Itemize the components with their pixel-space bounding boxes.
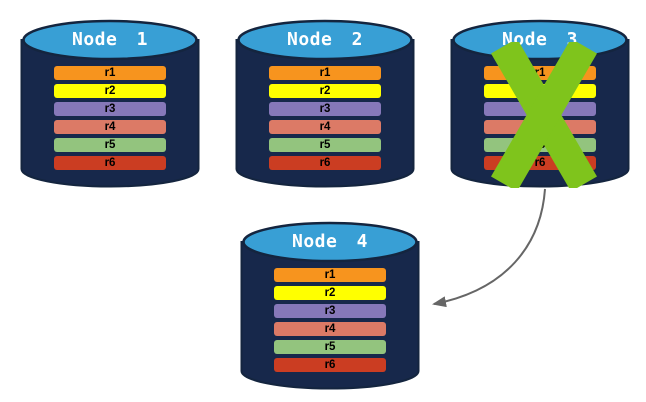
- arrow-curve: [432, 188, 546, 308]
- node-2-title: Node 2: [286, 29, 364, 50]
- replica-row-r3: r3: [269, 102, 381, 116]
- replica-row-r4: r4: [274, 322, 386, 336]
- node-3: Node 3 r1 r2 r3 r4 r5 r6: [450, 12, 630, 188]
- replica-row-r5: r5: [54, 138, 166, 152]
- cylinder-top: [237, 19, 413, 61]
- replica-row-r6: r6: [54, 156, 166, 170]
- node-4-title: Node 4: [291, 231, 369, 252]
- replica-row-r5: r5: [269, 138, 381, 152]
- replica-row-r5: r5: [274, 340, 386, 354]
- replica-row-r2: r2: [274, 286, 386, 300]
- node-2: Node 2 r1 r2 r3 r4 r5 r6: [235, 12, 415, 188]
- replica-row-r1: r1: [54, 66, 166, 80]
- replica-row-r4: r4: [54, 120, 166, 134]
- replica-row-r2: r2: [269, 84, 381, 98]
- cylinder-top: [22, 19, 198, 61]
- node-4: Node 4 r1 r2 r3 r4 r5 r6: [240, 214, 420, 390]
- replica-list: r1 r2 r3 r4 r5 r6: [274, 268, 386, 376]
- replica-list: r1 r2 r3 r4 r5 r6: [54, 66, 166, 174]
- replica-row-r1: r1: [274, 268, 386, 282]
- replica-list: r1 r2 r3 r4 r5 r6: [269, 66, 381, 174]
- replica-row-r3: r3: [274, 304, 386, 318]
- node-1-title: Node 1: [71, 29, 149, 50]
- replica-row-r6: r6: [274, 358, 386, 372]
- replica-row-r3: r3: [54, 102, 166, 116]
- cylinder-top: [242, 221, 418, 263]
- node-1: Node 1 r1 r2 r3 r4 r5 r6: [20, 12, 200, 188]
- replica-row-r6: r6: [269, 156, 381, 170]
- replica-row-r1: r1: [269, 66, 381, 80]
- replica-row-r2: r2: [54, 84, 166, 98]
- node-3-title: Node 3: [501, 29, 579, 50]
- x-cross-icon: [491, 42, 597, 188]
- replica-row-r4: r4: [269, 120, 381, 134]
